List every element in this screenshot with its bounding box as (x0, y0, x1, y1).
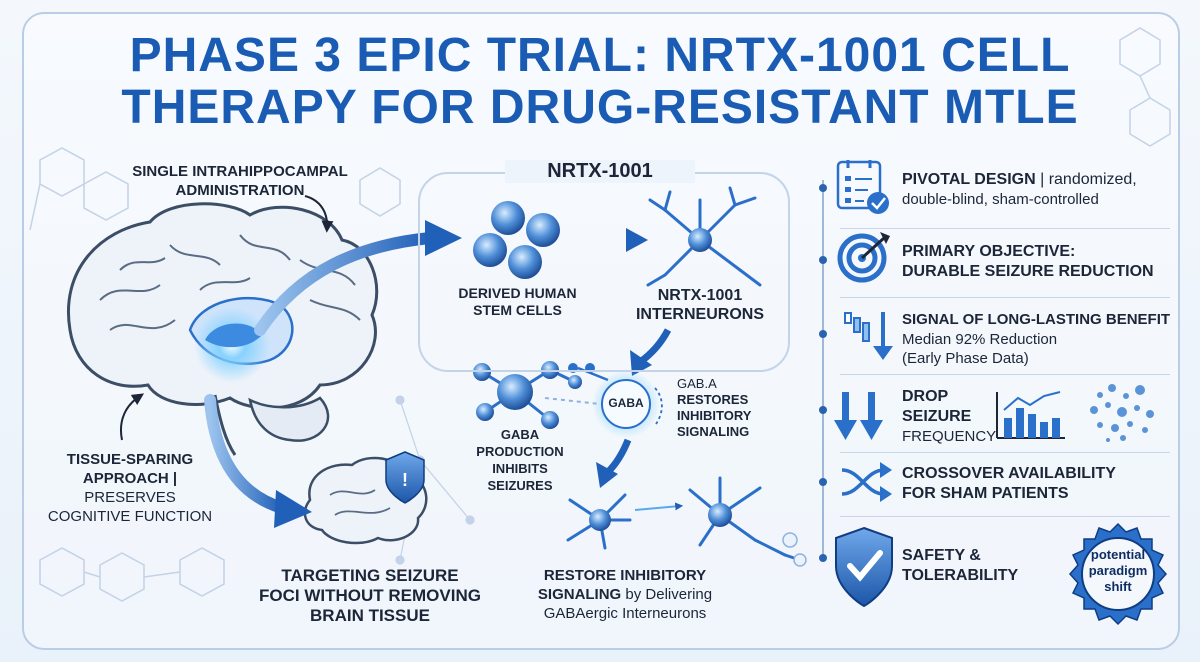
timeline-dot (819, 554, 827, 562)
targeting-label: TARGETING SEIZURE FOCI WITHOUT REMOVING … (259, 566, 481, 625)
title-line-1: PHASE 3 EPIC TRIAL: NRTX-1001 CELL (129, 29, 1071, 82)
interneurons-label: NRTX-1001 INTERNEURONS (635, 287, 764, 323)
tissue-pointer-arrow (120, 393, 145, 441)
signal-arrow (634, 502, 684, 511)
tissue-sparing-label: TISSUE-SPARING APPROACH | PRESERVES COGN… (47, 451, 213, 525)
safety-item: SAFETY & TOLERABILITY (902, 547, 1019, 584)
title-line-2: THERAPY FOR DRUG-RESISTANT MTLE (121, 81, 1079, 134)
timeline-dot (819, 330, 827, 338)
restore-signaling-label: RESTORE INHIBITORY SIGNALING by Deliveri… (537, 567, 713, 622)
nrtx-panel-frame (418, 172, 790, 372)
gaba-bubble (601, 379, 651, 429)
admin-pointer-arrow (304, 195, 334, 233)
particles-icon (1090, 384, 1154, 442)
gaba-bubble-label: GABA (608, 396, 644, 410)
gaba-a-label: GAB.A RESTORES INHIBITORY SIGNALING (677, 376, 752, 439)
administration-label: SINGLE INTRAHIPPOCAMPAL ADMINISTRATION (132, 163, 348, 199)
timeline-dot (819, 478, 827, 486)
molecule-decoration-right (1119, 27, 1171, 147)
flow-arrow-head-2 (274, 490, 312, 528)
paradigm-shift-badge-icon (1068, 522, 1168, 626)
primary-objective-item: PRIMARY OBJECTIVE: DURABLE SEIZURE REDUC… (902, 243, 1154, 280)
nrtx-panel-title: NRTX-1001 (505, 160, 695, 183)
gaba-production-label: GABA PRODUCTION INHIBITS SEIZURES (476, 427, 564, 493)
shuffle-icon (841, 462, 892, 502)
long-lasting-benefit-item: SIGNAL OF LONG-LASTING BENEFIT Median 92… (902, 311, 1171, 367)
timeline-dot (819, 256, 827, 264)
page-title: PHASE 3 EPIC TRIAL: NRTX-1001 CELL THERA… (0, 30, 1200, 134)
molecule-decoration-left (29, 147, 401, 602)
pivotal-design-item: PIVOTAL DESIGN | randomized, double-blin… (902, 171, 1137, 208)
frequency-bar-chart-icon (996, 391, 1065, 439)
stem-cells-icon (473, 201, 560, 279)
badge-label: potential paradigm shift (1088, 547, 1148, 594)
drop-seizure-item: DROP SEIZURE FREQUENCY (902, 388, 997, 445)
small-brain-illustration: ! (303, 451, 428, 545)
timeline-line (822, 180, 824, 558)
declining-bars-icon (844, 312, 893, 360)
svg-text:!: ! (402, 470, 408, 490)
brain-illustration (67, 202, 379, 456)
arrow-to-neurons (605, 438, 632, 475)
down-arrows-icon (834, 392, 883, 440)
stem-cells-label: DERIVED HUMAN STEM CELLS (458, 285, 577, 318)
flow-arrow-head-1 (425, 220, 462, 256)
target-icon (837, 232, 890, 283)
timeline-dot (819, 184, 827, 192)
crossover-item: CROSSOVER AVAILABILITY FOR SHAM PATIENTS (902, 465, 1116, 502)
timeline-dot (819, 406, 827, 414)
shield-check-icon (835, 526, 893, 608)
flow-arrow-to-target (204, 394, 288, 514)
checklist-icon (836, 160, 889, 214)
flow-arrow-to-stem-cells (254, 232, 436, 336)
